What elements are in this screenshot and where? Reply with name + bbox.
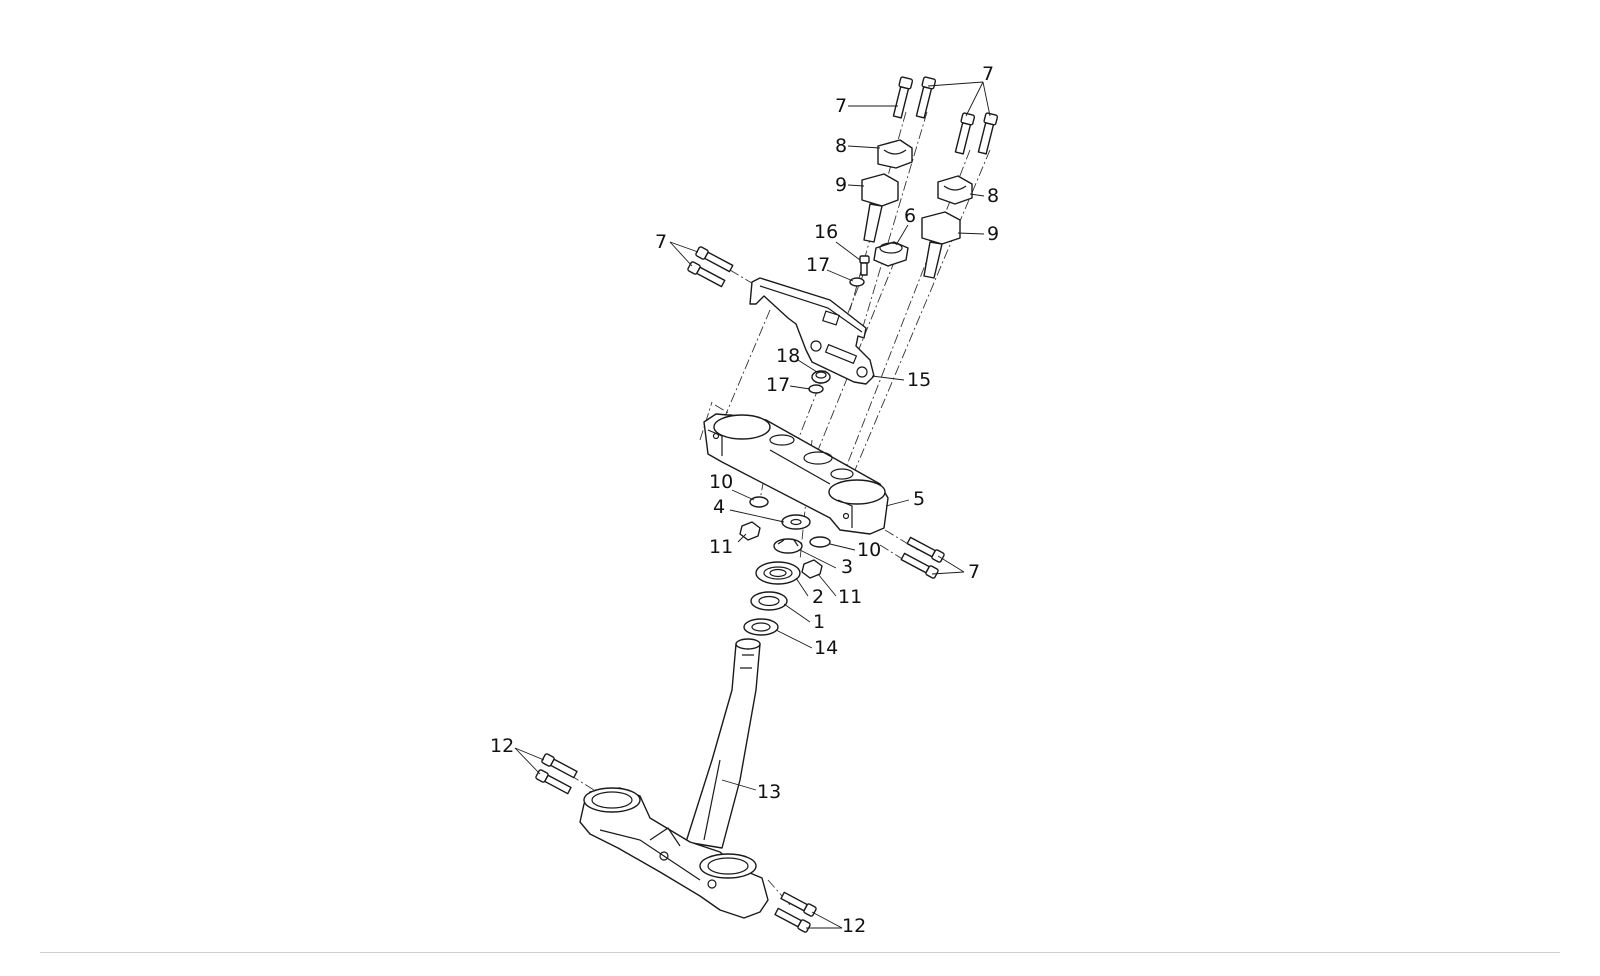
callout-17-upper: 17 — [806, 254, 830, 276]
callout-6: 6 — [904, 205, 916, 227]
callout-9-left: 9 — [835, 174, 847, 196]
bearing-seal — [755, 561, 801, 585]
riser-left — [861, 173, 899, 243]
lower-triple-clamp — [579, 787, 769, 919]
riser-right — [921, 211, 961, 279]
grommet — [811, 370, 831, 384]
washer-large — [781, 514, 811, 530]
clamp-upper-right — [937, 175, 973, 205]
callout-labels: 7 7 8 9 8 6 9 16 7 17 18 15 17 10 5 4 11… — [490, 63, 999, 937]
callout-18: 18 — [776, 345, 800, 367]
washer-right — [809, 536, 831, 548]
callout-15: 15 — [907, 369, 931, 391]
washer-left — [749, 496, 769, 508]
side-bolts-upper — [687, 246, 734, 288]
callout-8-right: 8 — [987, 185, 999, 207]
callout-7-side-upper: 7 — [655, 231, 667, 253]
callout-9-right: 9 — [987, 223, 999, 245]
adjuster-nut — [773, 538, 803, 554]
washer-lower — [808, 384, 824, 394]
callout-11-left: 11 — [709, 536, 733, 558]
callout-12-left: 12 — [490, 735, 514, 757]
callout-1: 1 — [813, 611, 825, 633]
callout-10-left: 10 — [709, 471, 733, 493]
lower-clamp-bolts-right — [774, 891, 817, 933]
top-bolts — [892, 76, 999, 155]
small-bolt — [859, 255, 870, 276]
mounting-bracket — [749, 277, 875, 385]
upper-triple-clamp — [703, 413, 889, 535]
bearing-race — [743, 618, 779, 636]
leader-lines — [514, 81, 991, 929]
callout-10-right: 10 — [857, 539, 881, 561]
steering-stem — [685, 638, 761, 849]
callout-3: 3 — [841, 556, 853, 578]
steering-stem-nut — [873, 241, 909, 267]
lower-clamp-bolts-left — [535, 753, 578, 795]
callout-14: 14 — [814, 637, 838, 659]
callout-8-left: 8 — [835, 135, 847, 157]
side-bolts-lower — [900, 536, 945, 579]
callout-11-right: 11 — [838, 586, 862, 608]
washer-upper — [849, 277, 865, 287]
callout-13: 13 — [757, 781, 781, 803]
clamp-upper-left — [877, 139, 913, 169]
callout-2: 2 — [812, 586, 824, 608]
bottom-divider — [40, 952, 1560, 953]
callout-7-top-right: 7 — [982, 63, 994, 85]
callout-12-right: 12 — [842, 915, 866, 937]
callout-4: 4 — [713, 496, 725, 518]
nut-right — [801, 559, 823, 579]
bearing — [750, 591, 788, 611]
callout-17-lower: 17 — [766, 374, 790, 396]
callout-7-side-lower: 7 — [968, 561, 980, 583]
callout-7-top-left: 7 — [835, 95, 847, 117]
callout-5: 5 — [913, 488, 925, 510]
callout-16: 16 — [814, 221, 838, 243]
